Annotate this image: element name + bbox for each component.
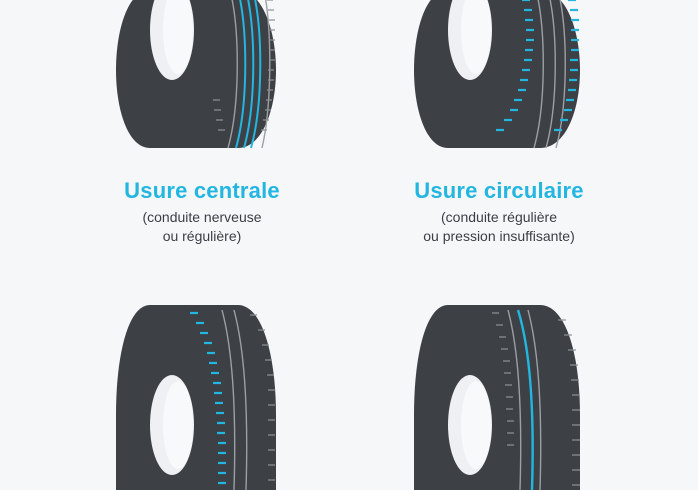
caption-subtitle: (conduite régulière ou pression insuffis… bbox=[423, 209, 575, 244]
caption-subtitle: (conduite nerveuse ou régulière) bbox=[142, 209, 262, 244]
tread-ticks bbox=[492, 312, 580, 486]
caption-title: Usure circulaire bbox=[414, 178, 584, 203]
tread-grooves bbox=[533, 0, 566, 149]
wear-zone-groove bbox=[516, 309, 534, 490]
tread-grooves bbox=[507, 309, 542, 490]
wear-zone-center bbox=[235, 0, 262, 149]
tread-ticks bbox=[213, 0, 275, 131]
wear-zone-circular bbox=[496, 0, 579, 132]
caption-circular: Usure circulaire (conduite régulière ou … bbox=[349, 178, 649, 246]
tread-ticks bbox=[250, 314, 275, 481]
wear-zone-edge bbox=[190, 311, 226, 485]
tire-central-wear-image bbox=[116, 0, 276, 149]
tire-groove-wear-image bbox=[414, 305, 580, 490]
tire-body bbox=[116, 305, 276, 490]
caption-title: Usure centrale bbox=[124, 178, 280, 203]
caption-central: Usure centrale (conduite nerveuse ou rég… bbox=[52, 178, 352, 246]
tire-edge-wear-image bbox=[116, 305, 276, 490]
tire-circular-wear-image bbox=[414, 0, 580, 149]
tread-grooves bbox=[227, 0, 271, 149]
tire-body bbox=[414, 305, 580, 490]
tread-grooves bbox=[221, 309, 248, 490]
